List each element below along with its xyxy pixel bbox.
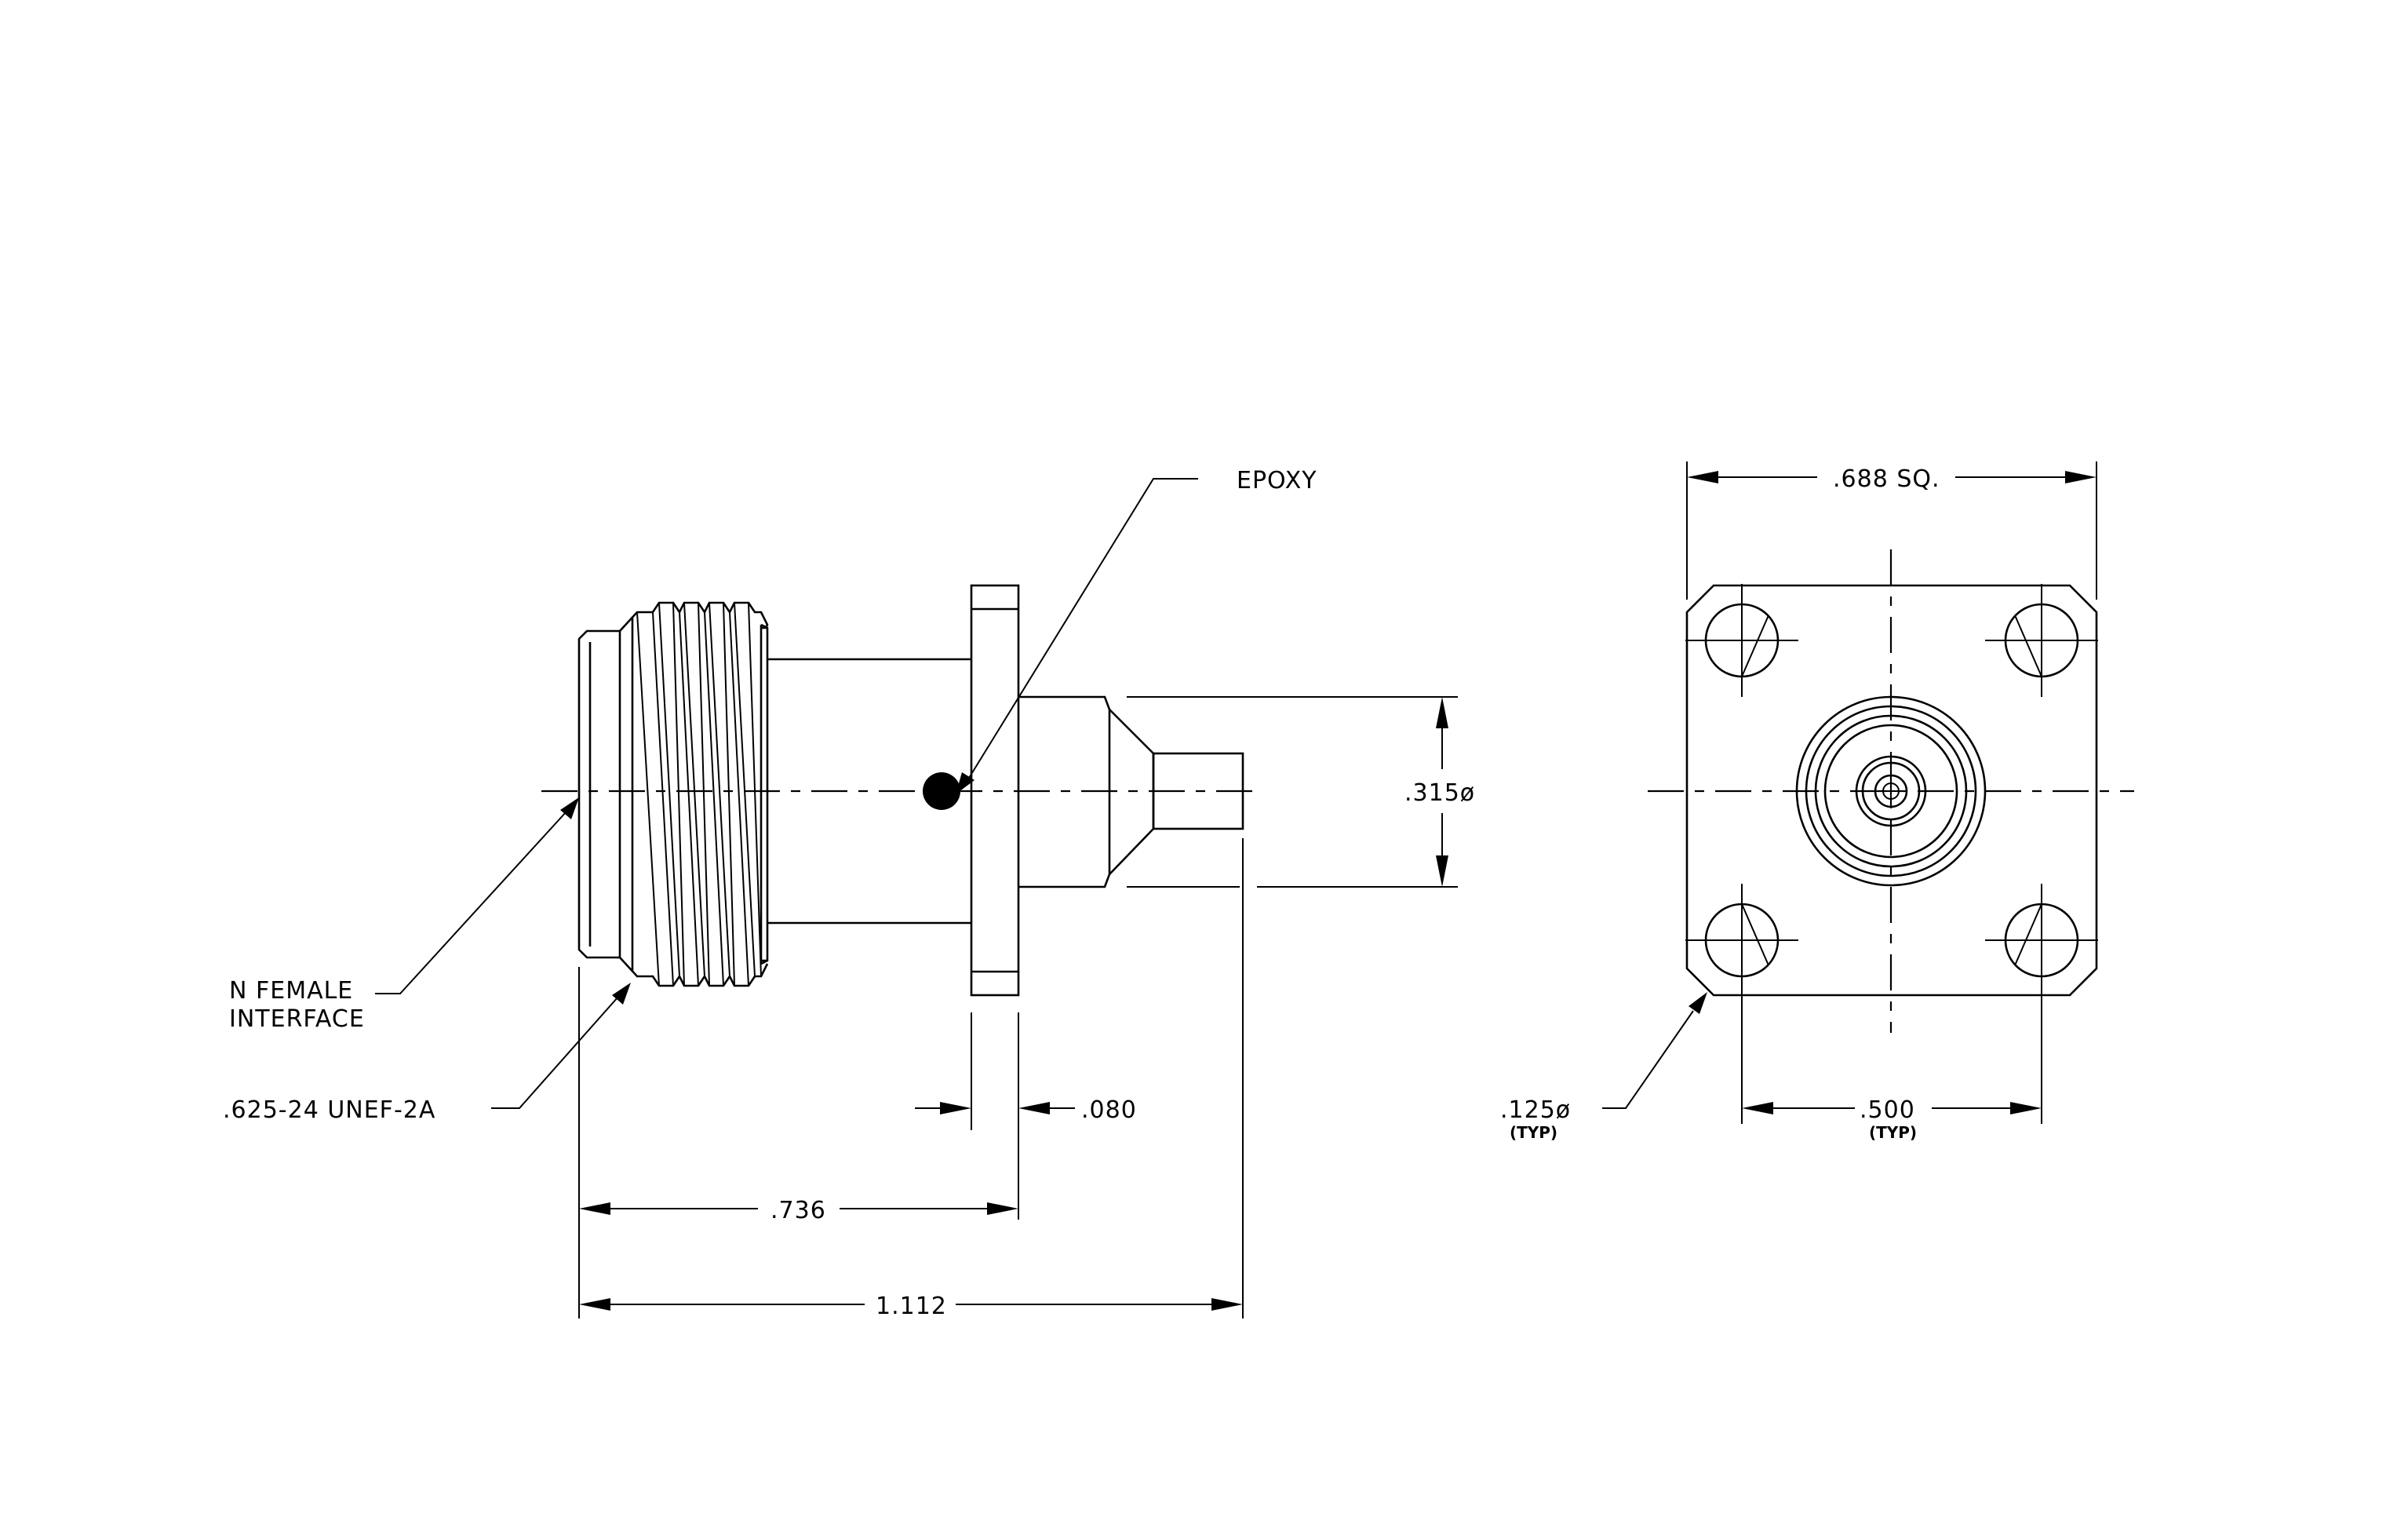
flange-square	[1685, 584, 2098, 997]
dim-125-typ: (TYP)	[1510, 1123, 1557, 1142]
dim-080-label: .080	[1081, 1096, 1137, 1124]
n-female-callout: N FEMALE INTERFACE	[229, 797, 579, 1033]
dim-500: .500 (TYP)	[1741, 984, 2042, 1142]
contact-pin	[1152, 752, 1244, 830]
dim-080: .080	[915, 1012, 1137, 1220]
dim-688: .688 SQ.	[1686, 461, 2097, 600]
dim-1112-label: 1.112	[876, 1293, 947, 1320]
dim-125-label: .125ø	[1500, 1096, 1571, 1124]
dim-688-label: .688 SQ.	[1833, 465, 1940, 493]
epoxy-callout: EPOXY	[956, 467, 1317, 794]
front-view	[1648, 549, 2134, 1033]
mount-hole-tr	[1985, 584, 2098, 697]
mount-hole-bl	[1685, 884, 1798, 997]
dim-736: .736	[578, 967, 1018, 1319]
side-view	[541, 584, 1255, 997]
dim-1112: 1.112	[579, 838, 1244, 1320]
dim-500-typ: (TYP)	[1869, 1123, 1917, 1142]
n-female-label-2: INTERFACE	[229, 1005, 365, 1033]
thread-callout: .625-24 UNEF-2A	[223, 983, 631, 1124]
dim-736-label: .736	[770, 1197, 826, 1224]
thread-label: .625-24 UNEF-2A	[223, 1096, 435, 1124]
thread-body	[619, 601, 769, 987]
n-female-label-1: N FEMALE	[229, 977, 353, 1005]
rear-body	[1018, 695, 1111, 888]
mount-hole-br	[1985, 884, 2098, 997]
interface-rings	[1795, 695, 1987, 887]
front-lip	[577, 629, 620, 959]
flange	[970, 584, 1020, 997]
dim-315-label: .315ø	[1404, 779, 1475, 807]
dim-500-label: .500	[1860, 1096, 1915, 1124]
dim-125: .125ø (TYP)	[1500, 992, 1707, 1142]
epoxy-dot	[923, 772, 960, 810]
dim-315: .315ø	[1127, 696, 1475, 888]
epoxy-label: EPOXY	[1237, 467, 1317, 494]
thread-collar	[760, 623, 769, 965]
mount-hole-tl	[1685, 584, 1798, 697]
